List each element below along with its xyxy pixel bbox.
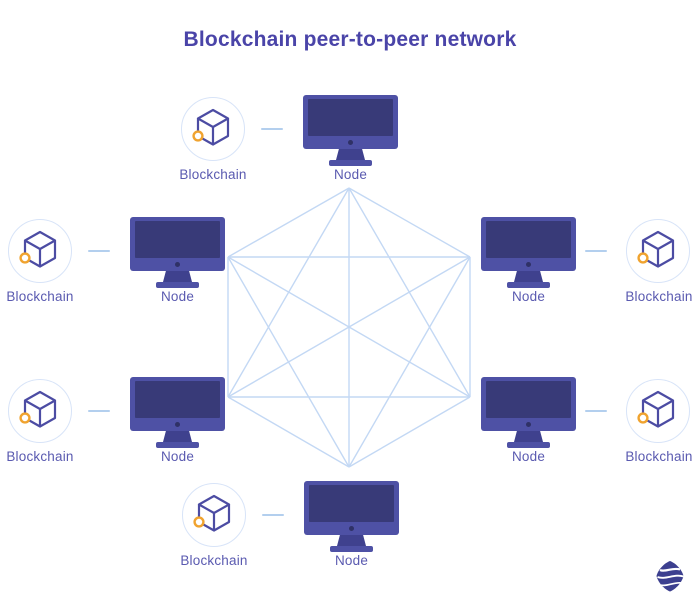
connector-line [262, 514, 284, 516]
monitor-screen [135, 221, 220, 258]
monitor-icon [130, 377, 225, 448]
blockchain-circle [181, 97, 245, 161]
node-group-middle-left: Blockchain Node [6, 217, 225, 309]
blockchain-circle [8, 219, 72, 283]
blockchain-label: Blockchain [6, 289, 74, 304]
monitor-camera-dot [349, 526, 354, 531]
node-label: Node [511, 449, 546, 464]
monitor-stand-base [330, 546, 373, 552]
monitor-stand-neck [163, 271, 192, 282]
monitor-screen [308, 99, 393, 136]
cube-icon [192, 108, 230, 146]
monitor-camera-dot [348, 140, 353, 145]
monitor-screen [486, 221, 571, 258]
monitor-stand-neck [163, 431, 192, 442]
page-title: Blockchain peer-to-peer network [183, 28, 517, 51]
monitor-screen [309, 485, 394, 522]
monitor-screen [486, 381, 571, 418]
connector-line [88, 250, 110, 252]
monitor-stand-base [156, 282, 199, 288]
monitor-camera-dot [526, 422, 531, 427]
monitor-stand-neck [514, 271, 543, 282]
blockchain-label: Blockchain [625, 289, 693, 304]
blockchain-label: Blockchain [180, 553, 248, 568]
blockchain-circle [626, 379, 690, 443]
monitor-stand-neck [336, 149, 365, 160]
node-group-lower-right: Node Blockchain [481, 377, 692, 469]
monitor-camera-dot [175, 422, 180, 427]
monitor-icon [130, 217, 225, 288]
monitor-icon [481, 377, 576, 448]
monitor-stand-neck [514, 431, 543, 442]
blockchain-circle [626, 219, 690, 283]
monitor-stand-base [507, 282, 550, 288]
monitor-camera-dot [526, 262, 531, 267]
monitor-stand-base [329, 160, 372, 166]
monitor-icon [481, 217, 576, 288]
cube-icon [19, 230, 57, 268]
blockchain-label: Blockchain [6, 449, 74, 464]
connector-line [261, 128, 283, 130]
node-group-top: Blockchain Node [179, 95, 398, 187]
connector-line [88, 410, 110, 412]
node-label: Node [160, 449, 195, 464]
monitor-icon [303, 95, 398, 166]
monitor-screen [135, 381, 220, 418]
node-label: Node [511, 289, 546, 304]
blockchain-circle [182, 483, 246, 547]
monitor-stand-base [156, 442, 199, 448]
node-group-middle-right: Node Blockchain [481, 217, 692, 309]
blockchain-label: Blockchain [179, 167, 247, 182]
blockchain-label: Blockchain [625, 449, 693, 464]
monitor-camera-dot [175, 262, 180, 267]
blockchain-circle [8, 379, 72, 443]
node-label: Node [334, 553, 369, 568]
connector-line [585, 250, 607, 252]
connector-line [585, 410, 607, 412]
cube-icon [637, 390, 675, 428]
cube-icon [19, 390, 57, 428]
cube-icon [193, 494, 231, 532]
monitor-icon [304, 481, 399, 552]
node-group-bottom: Blockchain Node [180, 481, 399, 573]
monitor-stand-base [507, 442, 550, 448]
node-label: Node [333, 167, 368, 182]
globe-logo-icon [656, 561, 684, 592]
monitor-stand-neck [337, 535, 366, 546]
node-label: Node [160, 289, 195, 304]
cube-icon [637, 230, 675, 268]
node-group-lower-left: Blockchain Node [6, 377, 225, 469]
